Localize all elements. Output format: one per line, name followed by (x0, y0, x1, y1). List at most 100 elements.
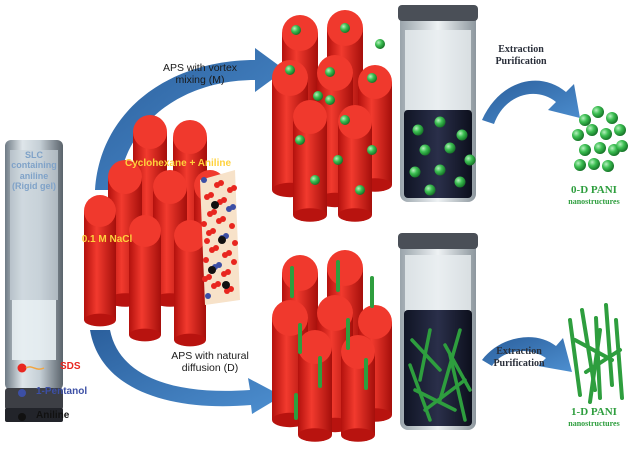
micelle-bundle-1d (272, 250, 392, 442)
micelle-cylinder-cap (317, 55, 353, 91)
vial-label: SLC containing aniline (Rigid gel) (10, 150, 58, 191)
aniline-dot (208, 266, 216, 274)
surfactant-dot (204, 238, 210, 244)
micelle-cylinder-base (341, 428, 375, 442)
pani-sphere (313, 91, 323, 101)
product-sphere (600, 128, 612, 140)
micelle-cylinder (298, 330, 332, 442)
micelle-cylinder-base (129, 329, 161, 342)
legend-label-aniline: Aniline (36, 410, 69, 421)
product-sphere (574, 159, 586, 171)
micelle-cylinder-cap (298, 330, 332, 364)
jar-sphere (410, 167, 421, 178)
route-label-bottom: APS with natural diffusion (D) (150, 350, 270, 374)
micelle-cylinder (84, 195, 116, 326)
micelle-cylinder-cap (327, 250, 363, 286)
surfactant-dot (220, 216, 226, 222)
micelle-cylinder-body (84, 211, 116, 320)
step-label-line: Extraction (484, 346, 554, 358)
product-label-title: 0-D PANI (555, 184, 633, 197)
vial-label-line: aniline (10, 171, 58, 181)
jar-sphere (435, 165, 446, 176)
jar-sphere (455, 177, 466, 188)
product-rod (616, 320, 622, 398)
pani-sphere (355, 185, 365, 195)
product-sphere (586, 124, 598, 136)
pani-sphere (325, 95, 335, 105)
product-rod (606, 305, 612, 385)
jar-sphere (457, 130, 468, 141)
surfactant-dot (221, 197, 227, 203)
micelle-bundle-0d (272, 10, 392, 222)
pani-sphere (367, 145, 377, 155)
aniline-dot (218, 236, 226, 244)
step-label-line: Purification (486, 56, 556, 68)
pani-sphere (340, 115, 350, 125)
oil-phase-label: Cyclohexane + Aniline (118, 158, 238, 170)
micelle-cylinder-cap (153, 170, 187, 204)
surfactant-dot (201, 177, 207, 183)
surfactant-dot (213, 245, 219, 251)
micelle-cylinder-base (174, 334, 206, 347)
micelle-cylinder-base (293, 208, 327, 222)
surfactant-dot (231, 259, 237, 265)
micelle-cylinder-cap (282, 255, 318, 291)
route-label-line: mixing (M) (140, 74, 260, 86)
step-label-bottom: Extraction Purification (484, 346, 554, 369)
pani-sphere (340, 23, 350, 33)
pani-sphere (285, 65, 295, 75)
aniline-dot (222, 281, 230, 289)
surfactant-dot (231, 185, 237, 191)
surfactant-dot (210, 228, 216, 234)
surfactant-dot (201, 221, 207, 227)
product-sphere (592, 106, 604, 118)
product-rod (570, 320, 580, 395)
product-label-bottom: 1-D PANI nanostructures (555, 406, 633, 428)
surfactant-dot (216, 262, 222, 268)
pani-sphere (375, 39, 385, 49)
product-1d-rods (570, 305, 622, 402)
vial-label-line: SLC (10, 150, 58, 160)
product-sphere (579, 144, 591, 156)
surfactant-dot (218, 180, 224, 186)
route-label-line: APS with vortex (140, 62, 260, 74)
vial-label-line: containing (10, 160, 58, 170)
surfactant-dot (232, 240, 238, 246)
product-label-sub: nanostructures (555, 197, 633, 206)
pani-sphere (295, 135, 305, 145)
jar-sphere (413, 125, 424, 136)
product-label-top: 0-D PANI nanostructures (555, 184, 633, 206)
product-sphere (602, 160, 614, 172)
product-sphere (614, 124, 626, 136)
surfactant-dot (229, 223, 235, 229)
product-sphere (588, 158, 600, 170)
surfactant-dot (225, 269, 231, 275)
extraction-arrow-top (482, 81, 580, 124)
step-label-line: Extraction (486, 44, 556, 56)
jar-sphere (465, 155, 476, 166)
micelle-cylinder-cap (173, 120, 207, 154)
surfactant-dot (226, 250, 232, 256)
legend-marker-pentanol (18, 389, 26, 397)
micelle-cylinder-cap (133, 115, 167, 149)
micelle-cylinder-base (298, 428, 332, 442)
micelle-cylinder-cap (272, 300, 308, 336)
product-label-title: 1-D PANI (555, 406, 633, 419)
vial-label-line: (Rigid gel) (10, 181, 58, 191)
pani-sphere (310, 175, 320, 185)
micelle-cylinder (293, 100, 327, 222)
surfactant-dot (206, 274, 212, 280)
surfactant-dot (203, 257, 209, 263)
surfactant-dot (208, 192, 214, 198)
product-sphere (579, 114, 591, 126)
micelle-cylinder-cap (358, 305, 392, 339)
jar-sphere (435, 117, 446, 128)
micelle-cylinder-base (84, 314, 116, 327)
product-sphere (616, 140, 628, 152)
micelle-cylinder (174, 220, 206, 346)
jar-sphere (445, 143, 456, 154)
surfactant-dot (211, 209, 217, 215)
jar-sphere (425, 185, 436, 196)
step-label-top: Extraction Purification (486, 44, 556, 67)
